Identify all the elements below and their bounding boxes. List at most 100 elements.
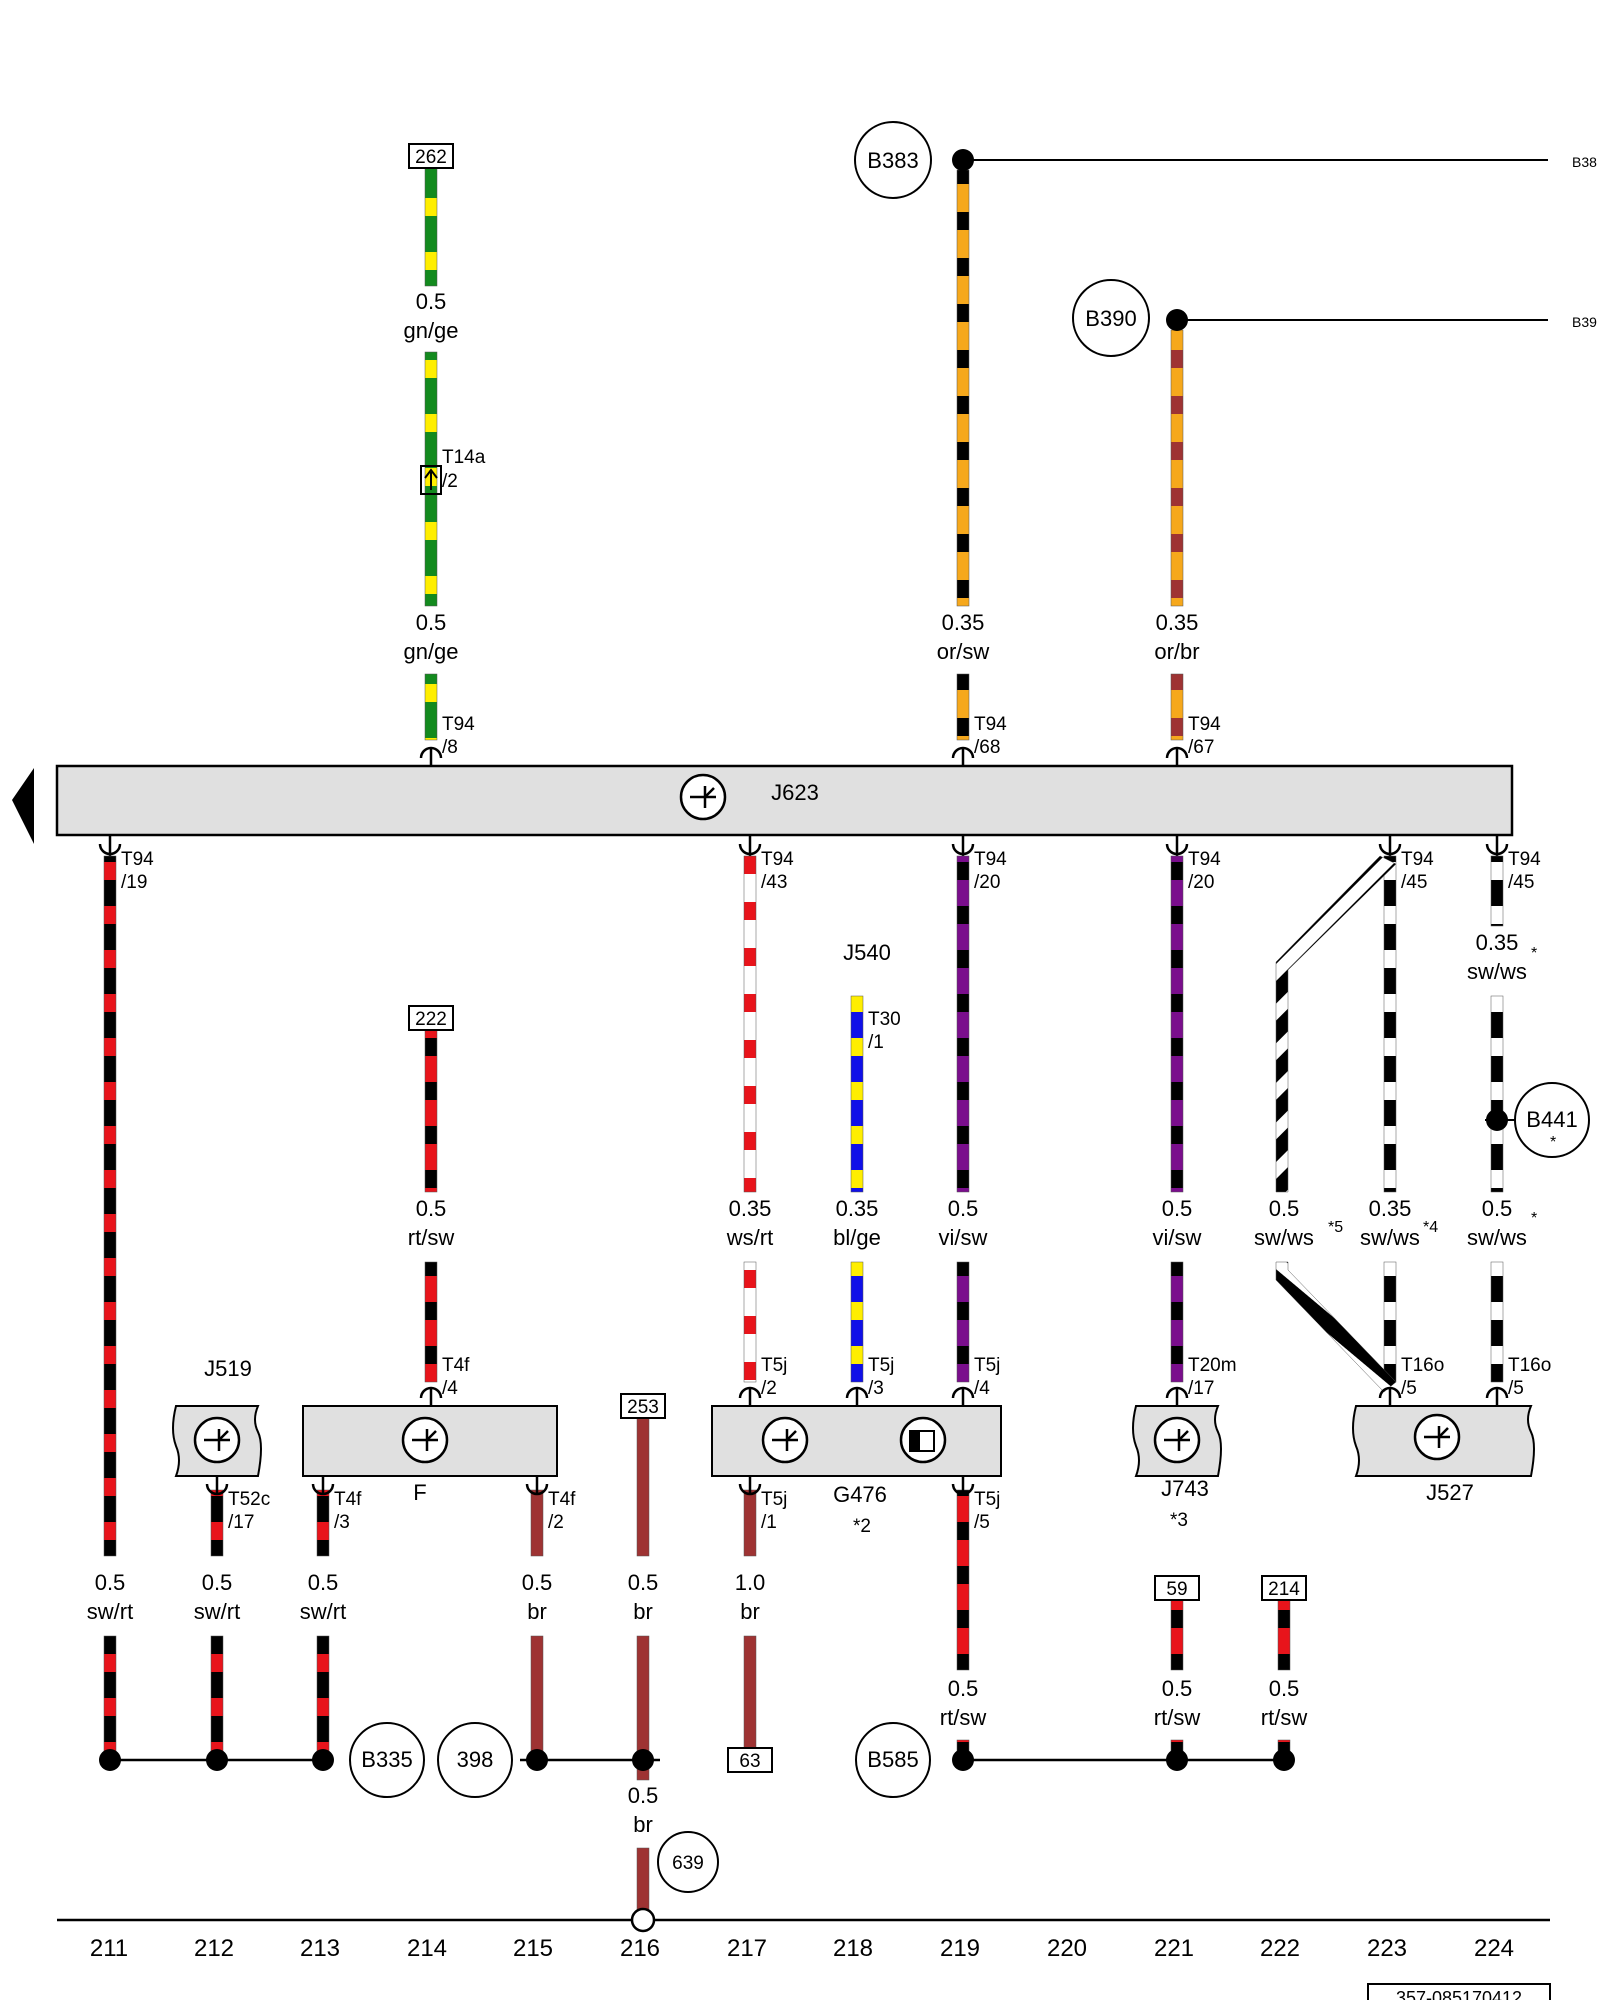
pin-t94-label: T94 (442, 714, 475, 735)
svg-text:rt/sw: rt/sw (940, 1705, 987, 1730)
component-j519-label: J519 (204, 1356, 252, 1381)
ref-box-253-label: 253 (627, 1397, 659, 1418)
svg-text:br: br (527, 1599, 547, 1624)
pin-t94-label: T94 (1188, 714, 1221, 735)
ref-box-59 (1154, 1575, 1200, 1601)
svg-text:0.5: 0.5 (1162, 1676, 1193, 1701)
svg-text:br: br (740, 1599, 760, 1624)
connector-t14a-pin: /2 (442, 471, 458, 492)
svg-text:222: 222 (1260, 1935, 1300, 1962)
svg-text:0.35: 0.35 (1476, 930, 1519, 955)
svg-text:216: 216 (620, 1935, 660, 1962)
svg-text:/20: /20 (1188, 872, 1214, 893)
ref-box-59-label: 59 (1166, 1579, 1187, 1600)
ref-circle-b441-note: * (1550, 1134, 1556, 1151)
component-g476 (711, 1405, 1002, 1477)
wire-gauge: 0.5 (416, 289, 447, 314)
svg-text:/45: /45 (1401, 872, 1427, 893)
ref-circle-b585-label: B585 (867, 1747, 918, 1772)
svg-text:0.5: 0.5 (308, 1570, 339, 1595)
svg-text:211: 211 (90, 1935, 128, 1962)
component-g476-label: G476 (833, 1482, 887, 1507)
wire-top-orbr-lower (1170, 673, 1184, 741)
pin-t94-label: T94 (974, 714, 1007, 735)
connector-t20m-pin: /17 (1188, 1378, 1214, 1399)
svg-text:0.5: 0.5 (948, 1196, 979, 1221)
svg-text:sw/ws: sw/ws (1360, 1225, 1420, 1250)
connector-t4f-name: T4f (442, 1355, 470, 1376)
connector-t14a-arrow-icon (424, 468, 438, 490)
svg-text:220: 220 (1047, 1935, 1087, 1962)
junction-dot (1166, 1749, 1188, 1771)
ref-box-253 (620, 1393, 666, 1419)
svg-text:T94: T94 (121, 849, 154, 870)
ref-circle-b335 (349, 1722, 425, 1798)
column-numbers: 211 212 213 214 215 216 217 218 219 220 … (90, 1935, 1514, 1962)
ground-connection (630, 1907, 656, 1933)
control-unit-j623-label: J623 (771, 780, 819, 805)
component-j743-note: *3 (1170, 1510, 1188, 1531)
bus-b390-continuation: B39 (1572, 314, 1597, 330)
junction-dot (99, 1749, 121, 1771)
svg-text:T94: T94 (1401, 849, 1434, 870)
svg-text:T94: T94 (1508, 849, 1541, 870)
connector-t16o-name: T16o (1401, 1355, 1444, 1376)
wire-color: gn/ge (403, 639, 458, 664)
svg-text:215: 215 (513, 1935, 553, 1962)
svg-text:sw/rt: sw/rt (300, 1599, 346, 1624)
svg-text:ws/rt: ws/rt (726, 1225, 773, 1250)
svg-text:sw/rt: sw/rt (87, 1599, 133, 1624)
svg-text:*4: *4 (1423, 1219, 1438, 1236)
svg-text:*: * (1531, 945, 1537, 962)
wire-top-orbr (1170, 329, 1184, 607)
svg-text:*5: *5 (1328, 1219, 1343, 1236)
connector-t5j-name: T5j (761, 1489, 787, 1510)
svg-text:0.35: 0.35 (1369, 1196, 1412, 1221)
connector-t5j-name: T5j (761, 1355, 787, 1376)
ref-circle-398-label: 398 (457, 1747, 494, 1772)
svg-text:1.0: 1.0 (735, 1570, 766, 1595)
ref-box-262 (408, 143, 454, 169)
connector-t5j-pin: /4 (974, 1378, 990, 1399)
wire-color: or/sw (937, 639, 990, 664)
connector-t4f-pin: /4 (442, 1378, 458, 1399)
connector-t4f-name: T4f (548, 1489, 576, 1510)
connector-t16o-pin: /5 (1401, 1378, 1417, 1399)
component-j527-label: J527 (1426, 1480, 1474, 1505)
junction-dot (1273, 1749, 1295, 1771)
junction-dot (632, 1749, 654, 1771)
svg-text:213: 213 (300, 1935, 340, 1962)
svg-text:0.5: 0.5 (628, 1783, 659, 1808)
connector-t52c-name: T52c (228, 1489, 270, 1510)
ref-circle-b585 (855, 1722, 931, 1798)
connector-t5j-pin: /3 (868, 1378, 884, 1399)
wire-gauge: 0.5 (416, 610, 447, 635)
svg-text:0.5: 0.5 (416, 1196, 447, 1221)
component-f-label: F (413, 1480, 426, 1505)
diagram-continuation-arrow-icon (12, 768, 34, 844)
wire-top-orsw-lower (956, 673, 970, 741)
svg-text:217: 217 (727, 1935, 767, 1962)
connector-t4f-name: T4f (334, 1489, 362, 1510)
ref-box-214 (1261, 1575, 1307, 1601)
svg-text:0.5: 0.5 (628, 1570, 659, 1595)
junction-dot (1166, 309, 1188, 331)
svg-text:/45: /45 (1508, 872, 1534, 893)
svg-text:212: 212 (194, 1935, 234, 1962)
svg-text:0.5: 0.5 (95, 1570, 126, 1595)
svg-text:223: 223 (1367, 1935, 1407, 1962)
pin-t94-number: /67 (1188, 737, 1214, 758)
connector-t5j-name: T5j (974, 1355, 1000, 1376)
svg-text:vi/sw: vi/sw (1153, 1225, 1202, 1250)
svg-text:218: 218 (833, 1935, 873, 1962)
connector-t30-pin: /1 (868, 1032, 884, 1053)
connector-t52c-pin: /17 (228, 1512, 254, 1533)
wire-top-orsw (956, 169, 970, 607)
component-g476-note: *2 (853, 1516, 871, 1537)
svg-text:0.5: 0.5 (1269, 1676, 1300, 1701)
connector-t5j-name: T5j (974, 1489, 1000, 1510)
ref-box-214-label: 214 (1268, 1579, 1300, 1600)
junction-dot (206, 1749, 228, 1771)
